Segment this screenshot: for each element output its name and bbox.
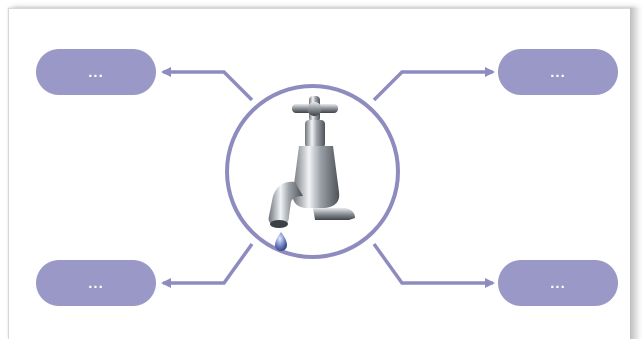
node-top-left-label: ... xyxy=(88,64,104,81)
node-top-right-label: ... xyxy=(550,64,566,81)
node-bottom-right: ... xyxy=(498,260,618,306)
node-bottom-right-label: ... xyxy=(550,275,566,292)
node-bottom-left-label: ... xyxy=(88,275,104,292)
water-faucet-icon xyxy=(229,88,396,255)
node-top-right: ... xyxy=(498,49,618,95)
center-hub xyxy=(225,84,400,259)
node-bottom-left: ... xyxy=(36,260,156,306)
node-top-left: ... xyxy=(36,49,156,95)
